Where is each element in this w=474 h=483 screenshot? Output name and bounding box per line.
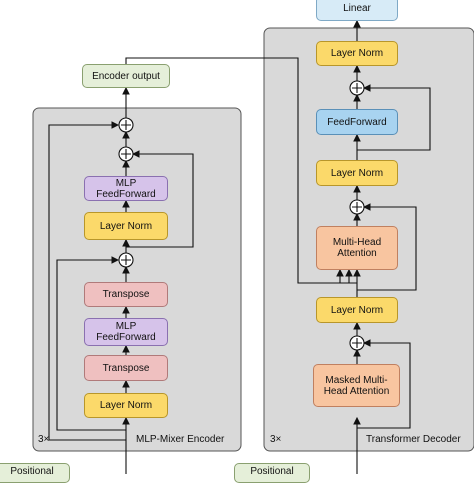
dec-masked-attention: Masked Multi- Head Attention xyxy=(313,364,400,407)
dec-residual-2 xyxy=(357,203,417,291)
linear-box: Linear xyxy=(316,0,398,21)
dec-residual-1 xyxy=(357,339,411,429)
dec-layer-norm-1: Layer Norm xyxy=(316,297,398,323)
decoder-title: Transformer Decoder xyxy=(366,434,461,445)
enc-layer-norm-2: Layer Norm xyxy=(84,212,168,240)
dec-residual-3 xyxy=(357,84,431,151)
encoder-repeat-label: 3× xyxy=(38,434,50,445)
decoder-repeat-label: 3× xyxy=(270,434,282,445)
enc-transpose-2: Transpose xyxy=(84,282,168,307)
enc-layer-norm-1: Layer Norm xyxy=(84,393,168,418)
dec-multi-head-attention: Multi-Head Attention xyxy=(316,226,398,270)
enc-residual-2 xyxy=(126,150,194,248)
enc-mlp-1: MLP FeedForward xyxy=(84,318,168,346)
encoder-title: MLP-Mixer Encoder xyxy=(136,434,225,445)
enc-transpose-1: Transpose xyxy=(84,355,168,381)
enc-residual-1 xyxy=(56,256,126,431)
dec-layer-norm-2: Layer Norm xyxy=(316,160,398,186)
dec-arrow-kv-left xyxy=(336,268,357,284)
positional-encoding-right: Positional xyxy=(234,463,310,483)
positional-encoding-left: Positional xyxy=(0,463,70,483)
enc-residual-outer xyxy=(48,121,126,441)
enc-mlp-2: MLP FeedForward xyxy=(84,176,168,201)
dec-feedforward: FeedForward xyxy=(316,109,398,135)
positional-left-label: Positional xyxy=(10,466,54,477)
positional-right-label: Positional xyxy=(250,466,294,477)
encoder-output-box: Encoder output xyxy=(82,64,170,88)
enc-output-to-decoder xyxy=(125,57,353,284)
dec-layer-norm-3: Layer Norm xyxy=(316,41,398,66)
